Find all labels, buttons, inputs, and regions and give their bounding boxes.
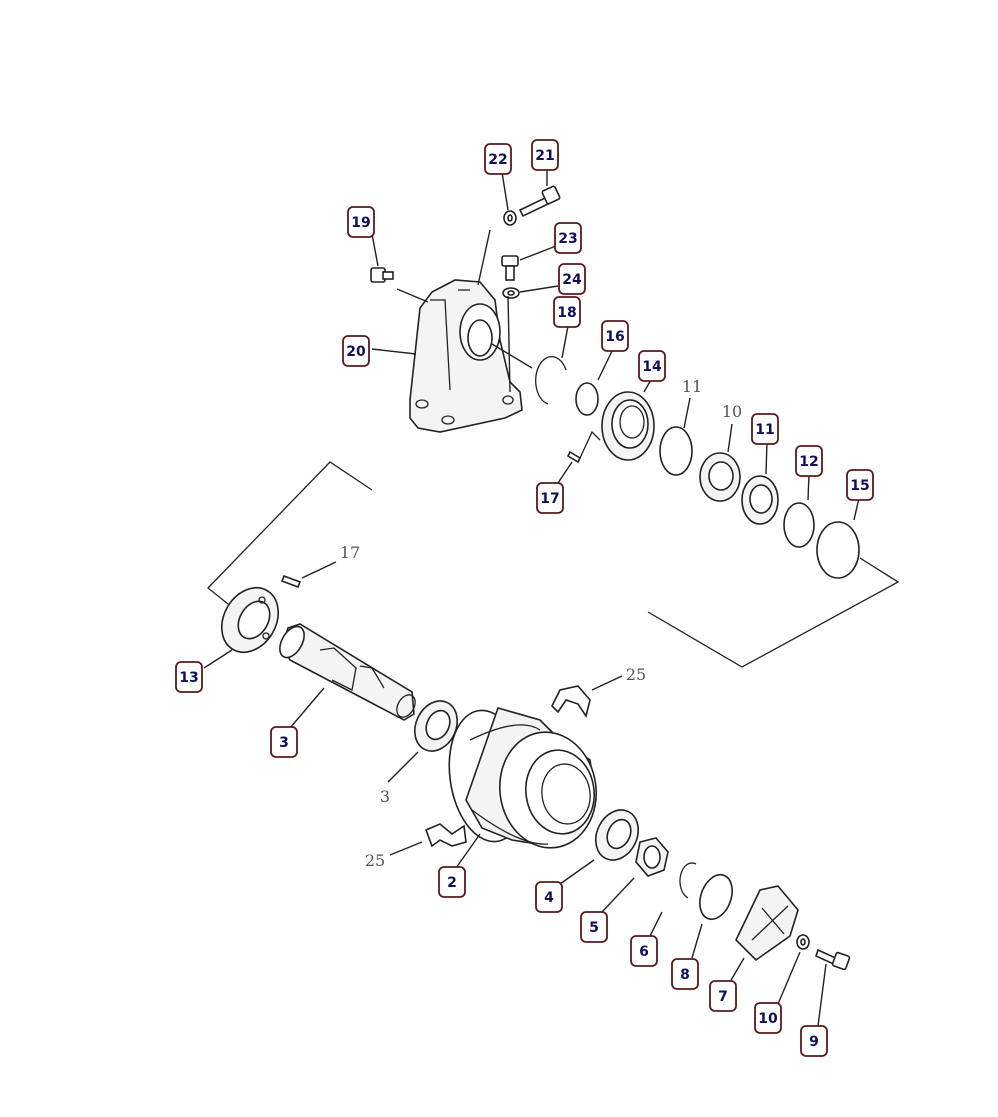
callout-3: 3 [270, 726, 298, 758]
label-17: 17 [340, 543, 360, 562]
callout-12: 12 [795, 445, 823, 477]
callout-17: 17 [536, 482, 564, 514]
svg-text:12: 12 [799, 454, 818, 470]
svg-text:21: 21 [535, 148, 554, 164]
bearing-part [595, 809, 639, 861]
svg-text:8: 8 [680, 967, 690, 983]
callout-5: 5 [580, 911, 608, 943]
svg-text:4: 4 [544, 890, 554, 906]
callout-21: 21 [531, 139, 559, 171]
roller-part [448, 707, 598, 849]
label-25: 25 [365, 851, 385, 870]
callout-23: 23 [554, 222, 582, 254]
label-3: 3 [380, 787, 390, 806]
callout-8: 8 [671, 958, 699, 990]
o-ring-part [575, 382, 599, 416]
label-11: 11 [682, 377, 702, 396]
svg-text:16: 16 [605, 329, 624, 345]
svg-text:6: 6 [639, 944, 649, 960]
o-ring-part [659, 426, 693, 476]
cover-part [735, 885, 799, 962]
callout-11: 11 [751, 413, 779, 445]
o-ring-part [783, 502, 815, 548]
svg-text:22: 22 [488, 152, 507, 168]
pin-part [566, 430, 601, 464]
svg-text:3: 3 [279, 735, 289, 751]
bolt-part [370, 267, 394, 283]
o-ring-part [816, 521, 860, 579]
collar-part [220, 587, 280, 653]
bushing-part [424, 823, 467, 848]
bolt-part [518, 185, 561, 218]
bolt-part [501, 255, 519, 281]
callout-10: 10 [754, 1002, 782, 1034]
callout-22: 22 [484, 143, 512, 175]
svg-text:20: 20 [346, 344, 366, 360]
svg-text:10: 10 [758, 1011, 778, 1027]
svg-text:17: 17 [540, 491, 559, 507]
svg-text:18: 18 [557, 305, 576, 321]
bolt-part [815, 948, 851, 971]
callout-18: 18 [553, 296, 581, 328]
assembly-bracket-line [647, 557, 900, 668]
seal-part [699, 452, 741, 502]
callout-24: 24 [558, 263, 586, 295]
bearing-part [414, 700, 458, 752]
callout-13: 13 [175, 661, 203, 693]
nut-part [635, 837, 669, 877]
snap-ring-part [679, 862, 697, 899]
svg-text:19: 19 [351, 215, 370, 231]
callout-19: 19 [347, 206, 375, 238]
callout-2: 2 [438, 866, 466, 898]
svg-text:24: 24 [562, 272, 582, 288]
callout-20: 20 [342, 335, 370, 367]
label-25: 25 [626, 665, 646, 684]
svg-text:15: 15 [850, 478, 869, 494]
bushing-part [551, 685, 591, 718]
callout-4: 4 [535, 881, 563, 913]
callout-16: 16 [601, 320, 629, 352]
pin-part [280, 574, 302, 589]
washer-part [502, 287, 520, 299]
assembly-bracket-line [207, 461, 373, 605]
svg-text:7: 7 [718, 989, 728, 1005]
callout-14: 14 [638, 350, 666, 382]
svg-text:11: 11 [755, 422, 774, 438]
svg-text:9: 9 [809, 1034, 819, 1050]
shaft-part [279, 623, 416, 721]
callout-9: 9 [800, 1025, 828, 1057]
svg-text:14: 14 [642, 359, 662, 375]
svg-text:13: 13 [179, 670, 198, 686]
callout-7: 7 [709, 980, 737, 1012]
o-ring-part [699, 873, 733, 921]
leader-lines [203, 169, 860, 1027]
snap-ring-part [535, 356, 567, 405]
seal-housing-part [601, 391, 655, 461]
callout-15: 15 [846, 469, 874, 501]
svg-text:5: 5 [589, 920, 599, 936]
bracket-part [409, 279, 523, 433]
washer-part [503, 210, 517, 226]
plain-labels: 11 10 17 25 3 25 [340, 377, 742, 870]
seal-part [741, 475, 779, 525]
svg-text:23: 23 [558, 231, 577, 247]
label-10: 10 [722, 402, 742, 421]
washer-part [796, 934, 810, 950]
svg-text:2: 2 [447, 875, 457, 891]
callout-6: 6 [630, 935, 658, 967]
